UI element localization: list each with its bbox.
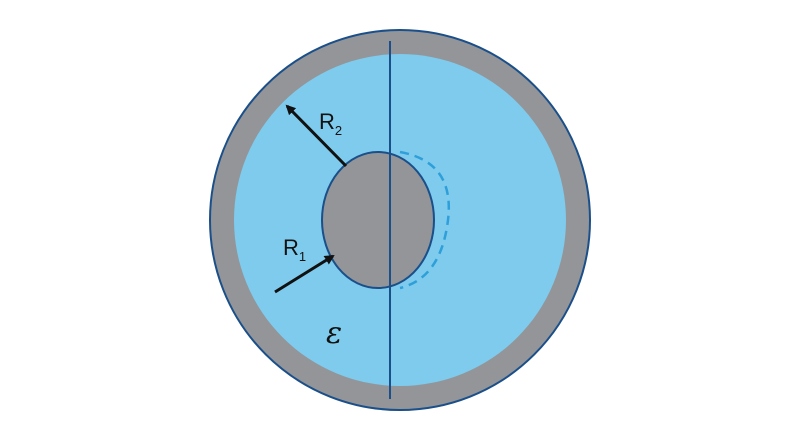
permittivity-label: ε [326,316,342,351]
inner-sphere [321,151,435,289]
r2-label: R2 [319,109,342,138]
arrow-up-right-icon [274,254,335,294]
r1-label: R1 [283,235,306,264]
arrow-up-left-icon [285,104,348,168]
inner-sphere-hidden-edge [399,150,451,290]
